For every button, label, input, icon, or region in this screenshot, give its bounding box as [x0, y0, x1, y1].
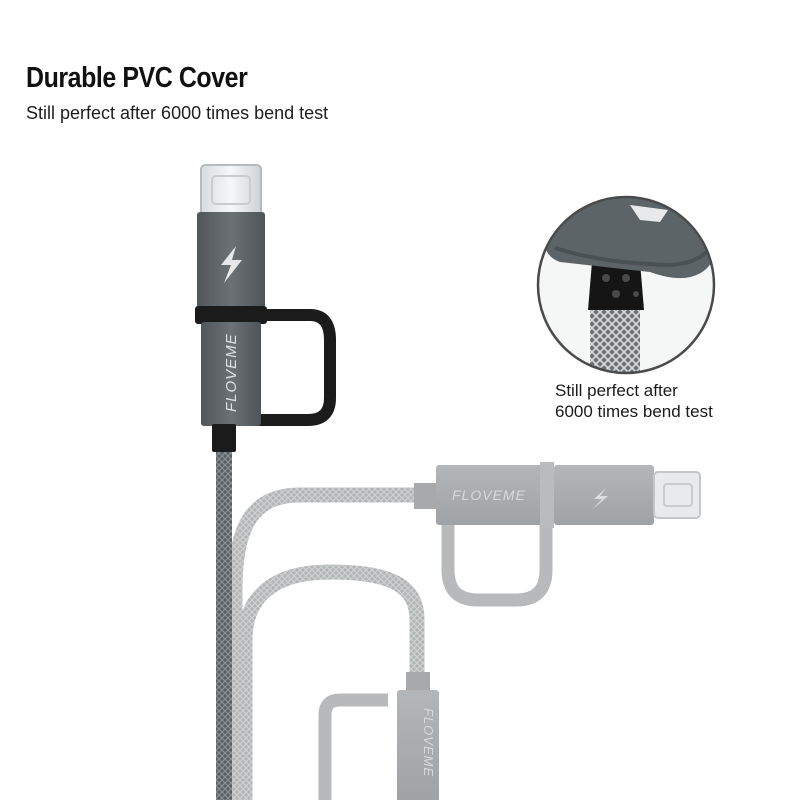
faded-cable-bottom	[237, 564, 425, 800]
subheadline: Still perfect after 6000 times bend test	[26, 103, 329, 123]
faded-brand-label-bottom: FLOVEME	[421, 708, 436, 777]
faded-connector-bottom: FLOVEME	[318, 672, 439, 800]
bend-test-callout: Still perfect after 6000 times bend test	[555, 380, 713, 422]
faded-brand-label: FLOVEME	[452, 487, 526, 503]
main-connector: FLOVEME	[195, 164, 336, 452]
lightning-icon	[221, 246, 242, 283]
adapter-clip	[240, 309, 336, 426]
strain-relief	[212, 424, 236, 452]
callout-line-2: 6000 times bend test	[555, 402, 713, 421]
usb-c-plug	[200, 164, 262, 216]
connector-housing-bottom	[201, 322, 261, 426]
faded-strain-relief	[414, 483, 436, 509]
brand-label: FLOVEME	[223, 333, 240, 412]
faded-cable-right	[227, 487, 432, 800]
faded-lightning-icon	[592, 488, 608, 510]
headline: Durable PVC Cover	[26, 62, 248, 94]
faded-usb-c-plug	[653, 471, 701, 519]
faded-connector-right: FLOVEME	[414, 462, 701, 607]
main-braided-cable	[216, 448, 232, 800]
zoom-detail	[536, 195, 716, 375]
callout-line-1: Still perfect after	[555, 381, 678, 400]
clip-band	[195, 306, 267, 324]
